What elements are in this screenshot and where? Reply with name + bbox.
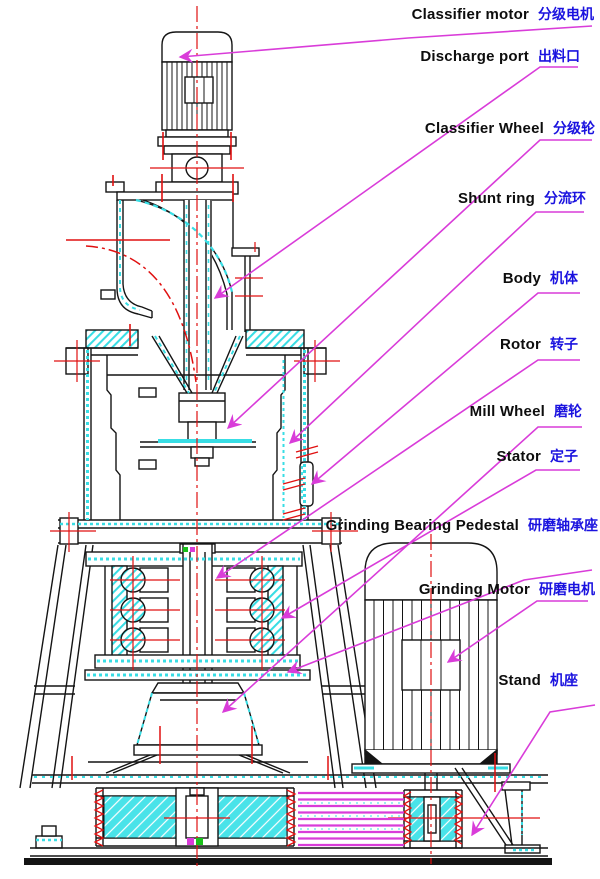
label-stator-zh: 定子 [550, 448, 578, 464]
label-discharge-port-zh: 出料口 [538, 48, 580, 64]
centerlines [50, 6, 540, 868]
label-shunt-ring-zh: 分流环 [544, 190, 586, 206]
label-discharge-port: Discharge port 出料口 [420, 46, 580, 66]
leader-classifier-wheel [226, 139, 592, 429]
label-rotor: Rotor 转子 [500, 334, 578, 354]
label-grinding-bearing-pedestal-en: Grinding Bearing Pedestal [325, 517, 519, 534]
label-grinding-bearing-pedestal: Grinding Bearing Pedestal 研磨轴承座 [326, 515, 598, 535]
label-rotor-zh: 转子 [550, 336, 578, 352]
leader-grinding-motor [446, 600, 588, 663]
label-shunt-ring-en: Shunt ring [458, 190, 535, 207]
label-discharge-port-en: Discharge port [420, 48, 529, 65]
cyan-accents [34, 198, 546, 852]
label-body: Body 机体 [503, 268, 578, 288]
small-fittings [183, 547, 203, 845]
leader-stator [280, 469, 580, 619]
label-body-zh: 机体 [550, 270, 578, 286]
label-classifier-motor-zh: 分级电机 [538, 6, 594, 22]
leader-stand [471, 704, 596, 837]
label-grinding-motor-en: Grinding Motor [418, 581, 530, 598]
label-shunt-ring: Shunt ring 分流环 [458, 188, 586, 208]
label-stator: Stator 定子 [496, 446, 578, 466]
leader-shunt-ring [288, 211, 584, 444]
leader-discharge-port [213, 66, 578, 299]
label-mill-wheel-zh: 磨轮 [554, 403, 582, 419]
label-classifier-wheel: Classifier Wheel 分级轮 [425, 118, 595, 138]
label-classifier-motor: Classifier motor 分级电机 [412, 4, 594, 24]
label-classifier-wheel-en: Classifier Wheel [424, 120, 544, 137]
leader-grinding-bearing-pedestal [286, 569, 593, 675]
machine-structure [19, 31, 552, 865]
label-stator-en: Stator [496, 448, 541, 465]
label-mill-wheel: Mill Wheel 磨轮 [470, 401, 582, 421]
label-body-en: Body [502, 270, 541, 287]
mill-wheel-drawing [88, 682, 308, 774]
leader-body [310, 292, 580, 485]
label-stand-en: Stand [498, 672, 541, 689]
label-rotor-en: Rotor [500, 336, 541, 353]
leader-rotor [215, 359, 580, 579]
label-classifier-motor-en: Classifier motor [411, 6, 529, 23]
label-grinding-motor: Grinding Motor 研磨电机 [419, 579, 595, 599]
leader-lines [178, 25, 596, 837]
v-belt-drawing [298, 791, 404, 847]
label-mill-wheel-en: Mill Wheel [469, 403, 545, 420]
label-stand: Stand 机座 [498, 670, 578, 690]
leader-classifier-motor [178, 25, 593, 64]
label-stand-zh: 机座 [550, 672, 578, 688]
base-stand-drawing [24, 767, 552, 865]
label-classifier-wheel-zh: 分级轮 [553, 120, 595, 136]
leader-mill-wheel [221, 426, 582, 713]
label-grinding-bearing-pedestal-zh: 研磨轴承座 [528, 517, 598, 533]
frame-legs-drawing [19, 544, 377, 789]
label-grinding-motor-zh: 研磨电机 [539, 581, 595, 597]
volute-housing-drawing [100, 181, 260, 390]
